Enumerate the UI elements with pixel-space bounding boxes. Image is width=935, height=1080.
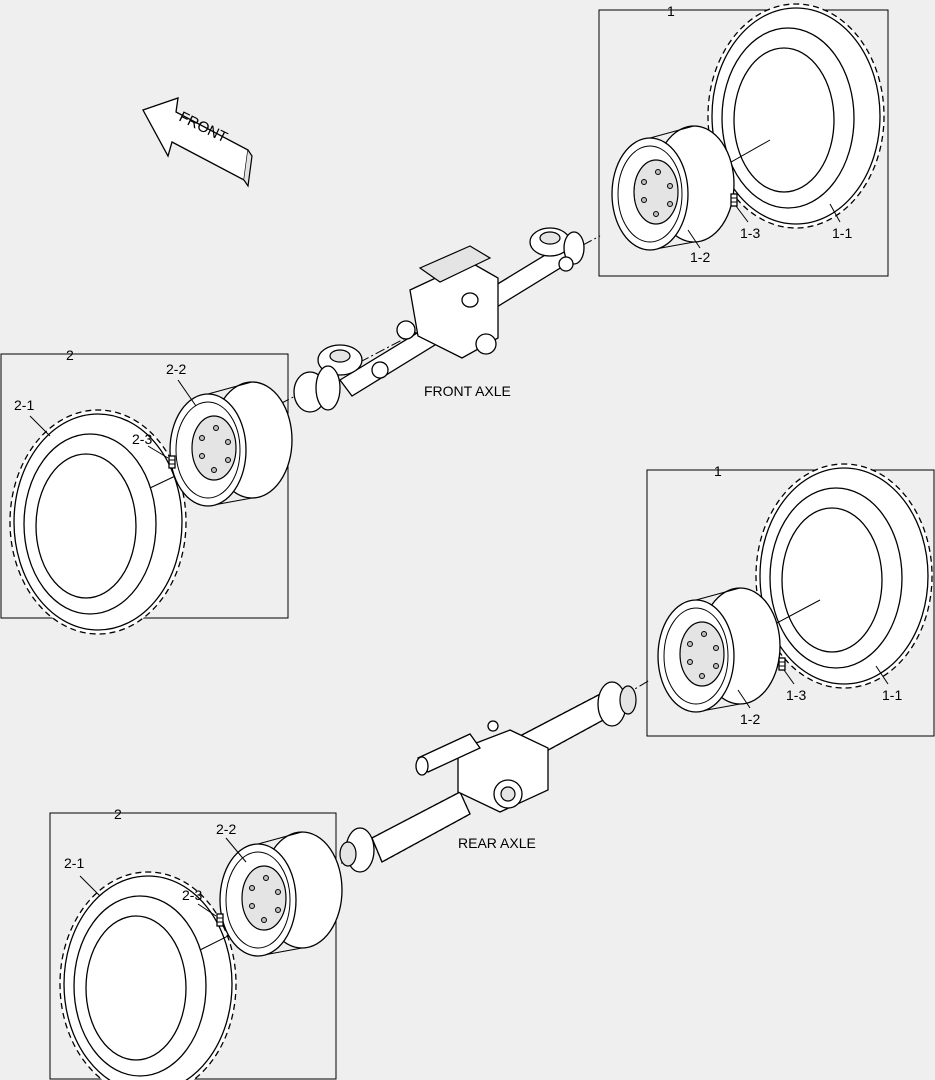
front-left-valve-label: 2-3 xyxy=(132,431,152,447)
front-left-rim-label: 2-2 xyxy=(166,361,186,377)
rear-right-rim-label: 1-2 xyxy=(740,711,760,727)
front-right-valve-label: 1-3 xyxy=(740,225,760,241)
rear-left-rim-label: 2-2 xyxy=(216,821,236,837)
rear-right-tire-label: 1-1 xyxy=(882,687,902,703)
rear-left-rim xyxy=(219,831,343,957)
rear-right-valve-label: 1-3 xyxy=(786,687,806,703)
rear-left-wheel-group: 2 2-2 2-3 2-1 xyxy=(49,806,343,1080)
front-left-wheel-group: 2 2-2 2-3 2-1 xyxy=(0,347,293,635)
front-right-tire-label: 1-1 xyxy=(832,225,852,241)
front-left-rim xyxy=(169,381,293,507)
front-left-valve xyxy=(168,455,176,469)
rear-axle-assembly: REAR AXLE xyxy=(329,679,651,873)
front-left-group-number: 2 xyxy=(66,347,74,363)
front-right-valve xyxy=(730,193,738,207)
rear-right-valve xyxy=(778,657,786,671)
front-right-rim-label: 1-2 xyxy=(690,249,710,265)
front-right-group-number: 1 xyxy=(667,3,675,19)
rear-left-valve-label: 2-3 xyxy=(182,887,202,903)
front-axle-assembly: FRONT AXLE xyxy=(279,227,601,413)
front-left-tire-label: 2-1 xyxy=(14,397,34,413)
front-right-rim xyxy=(611,125,735,251)
rear-axle-label: REAR AXLE xyxy=(458,835,536,851)
rear-right-wheel-group: 1 1-1 1-3 1-2 xyxy=(646,463,935,737)
front-left-tire xyxy=(9,409,187,635)
rear-left-group-number: 2 xyxy=(114,806,122,822)
rear-left-valve xyxy=(216,913,224,927)
rear-left-tire-label: 2-1 xyxy=(64,855,84,871)
front-arrow: FRONT xyxy=(142,97,253,188)
rear-right-tire xyxy=(755,463,933,689)
front-axle-label: FRONT AXLE xyxy=(424,383,511,399)
front-right-wheel-group: 1 1-1 1-3 1-2 xyxy=(598,3,889,277)
rear-right-group-number: 1 xyxy=(714,463,722,479)
rear-left-tire xyxy=(59,871,237,1080)
rear-right-rim xyxy=(657,587,781,713)
